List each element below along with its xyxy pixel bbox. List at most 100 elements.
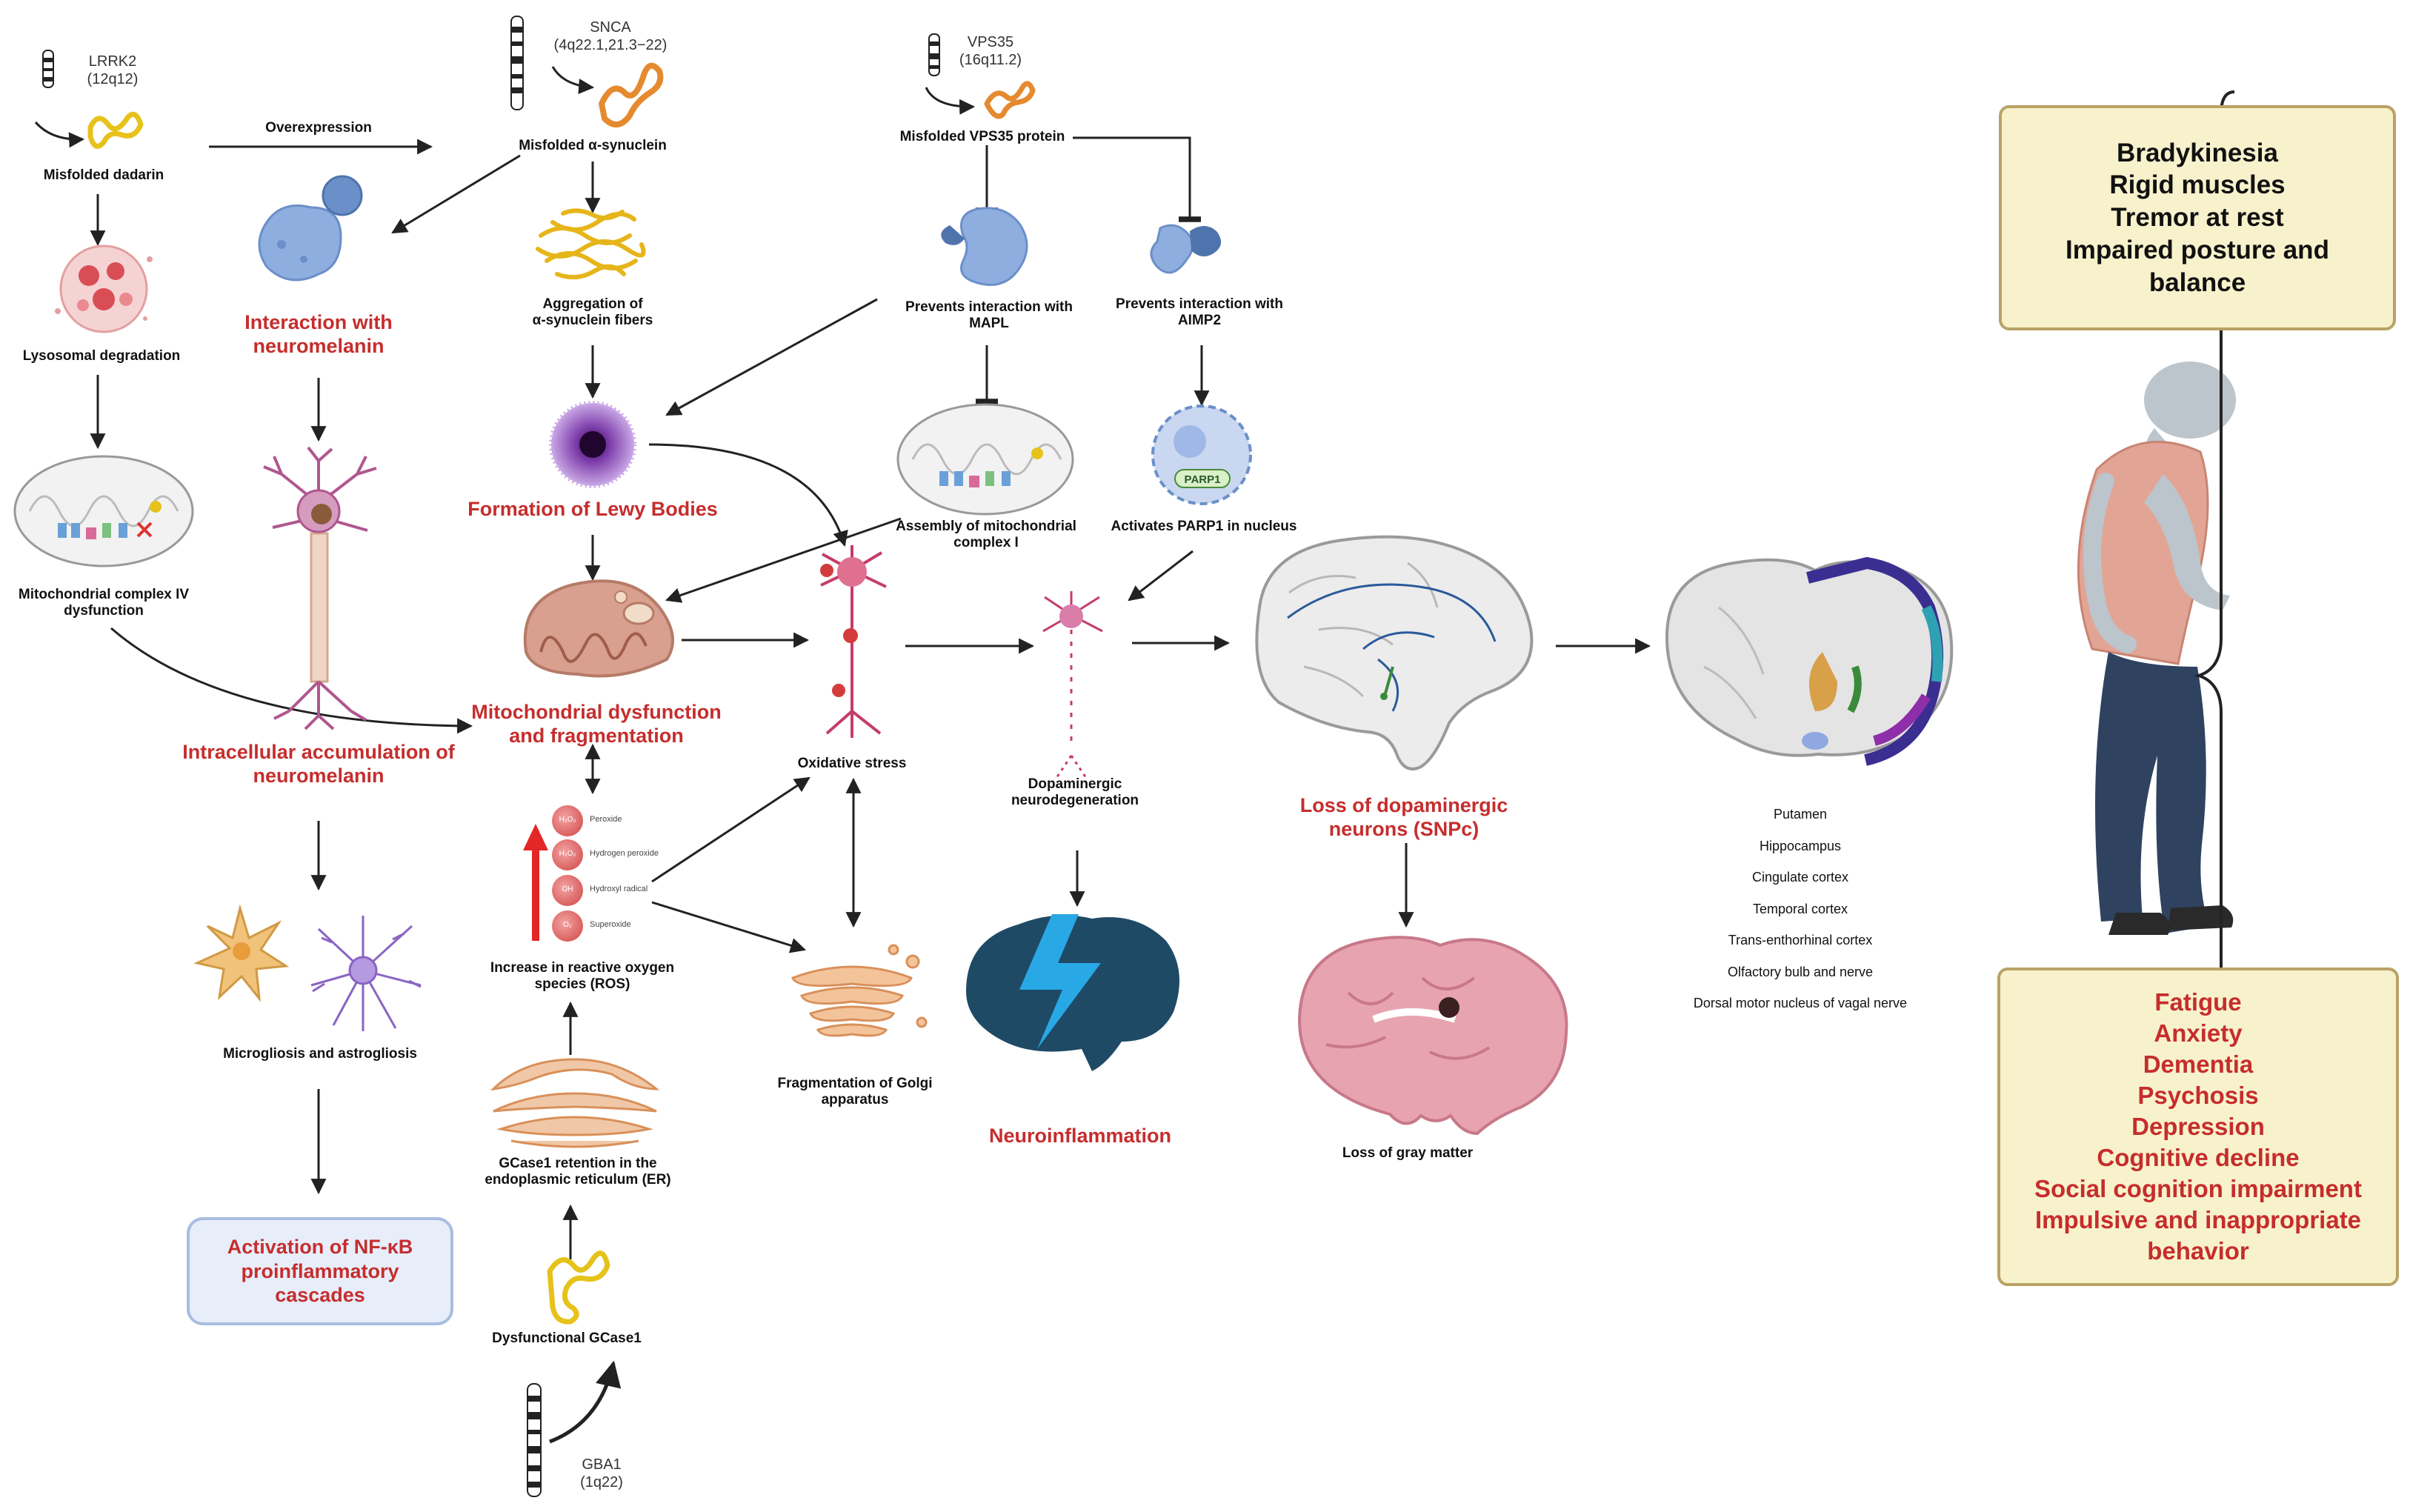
ros-label-hydrogen-peroxide: Hydrogen peroxide xyxy=(590,849,659,858)
nonmotor-symptoms-box: Fatigue Anxiety Dementia Psychosis Depre… xyxy=(1997,968,2399,1286)
chromosome-icon xyxy=(928,33,940,76)
node-golgi-fragmentation: Fragmentation of Golgi apparatus xyxy=(777,1076,933,1108)
node-prevents-aimp2: Prevents interaction with AIMP2 xyxy=(1116,296,1283,329)
mapl-protein-icon xyxy=(941,207,1028,286)
sagittal-brain-icon xyxy=(1255,535,1534,770)
node-assembly-complex-i: Assembly of mitochondrial complex I xyxy=(896,519,1076,551)
brain-regions-list: Putamen Hippocampus Cingulate cortex Tem… xyxy=(1630,791,1971,1028)
ros-label-peroxide: Peroxide xyxy=(590,815,622,824)
chromosome-icon xyxy=(527,1383,542,1497)
node-misfolded-synuclein: Misfolded α-synuclein xyxy=(519,138,667,153)
gene-label-vps35: VPS35 (16q11.2) xyxy=(959,34,1022,68)
nonmotor-symptom-item: Cognitive decline xyxy=(2097,1143,2300,1171)
node-loss-dopaminergic: Loss of dopaminergic neurons (SNPc) xyxy=(1299,794,1508,840)
node-mitochondrial-dysfunction: Mitochondrial dysfunction and fragmentat… xyxy=(471,701,722,747)
dopaminergic-neuron-icon xyxy=(1042,591,1103,779)
neuroinflammation-brain-icon xyxy=(966,914,1179,1071)
ros-symbol-superoxide: O₂ xyxy=(563,921,572,929)
gene-label-lrrk2: LRRK2 (12q12) xyxy=(87,53,139,87)
aimp2-protein-icon xyxy=(1150,224,1222,274)
node-oxidative-stress: Oxidative stress xyxy=(797,756,907,771)
coronal-brain-icon xyxy=(1665,556,1954,766)
ros-spot xyxy=(843,628,858,643)
motor-symptom-item: Tremor at rest xyxy=(2111,203,2284,233)
elderly-person-icon xyxy=(2077,362,2236,935)
neuromelanin-protein-icon xyxy=(258,175,363,282)
brain-region-item: Trans-enthorhinal cortex xyxy=(1728,933,1873,948)
node-gcase-retention: GCase1 retention in the endoplasmic reti… xyxy=(485,1156,671,1188)
brain-region-item: Olfactory bulb and nerve xyxy=(1727,964,1874,979)
mitochondrion-complex-i-icon xyxy=(896,403,1074,516)
dopaminergic-neuron-soma xyxy=(1059,605,1083,628)
misfolded-vps35-icon xyxy=(984,81,1036,119)
lysosome-icon xyxy=(55,244,153,333)
node-lysosomal-degradation: Lysosomal degradation xyxy=(22,348,181,364)
nonmotor-symptom-item: Depression xyxy=(2131,1113,2265,1141)
motor-symptom-item: balance xyxy=(2148,267,2246,297)
mitochondrion-fragmented-icon xyxy=(523,579,674,678)
nonmotor-symptom-item: behavior xyxy=(2147,1236,2249,1265)
peroxide-icon xyxy=(552,805,583,836)
nonmotor-symptom-item: Anxiety xyxy=(2154,1019,2243,1048)
ros-label-hydroxyl: Hydroxyl radical xyxy=(590,885,648,893)
motor-symptoms-box: Bradykinesia Rigid muscles Tremor at res… xyxy=(1999,105,2396,330)
nfkb-activation-box: Activation of NF-κB proinflammatory casc… xyxy=(187,1217,453,1325)
brain-region-item: Dorsal motor nucleus of vagal nerve xyxy=(1693,996,1908,1011)
motor-symptom-item: Rigid muscles xyxy=(2109,170,2286,200)
node-misfolded-vps35: Misfolded VPS35 protein xyxy=(899,129,1065,144)
ros-symbol-peroxide: H₂O₂ xyxy=(559,816,576,824)
oxidative-neuron-soma xyxy=(837,557,867,587)
ros-symbol-hydroxyl: OH xyxy=(562,885,573,893)
ros-symbol-hydrogen-peroxide: H₂O₂ xyxy=(559,850,576,858)
node-activates-parp1: Activates PARP1 in nucleus xyxy=(1111,519,1297,534)
connector-arrows xyxy=(34,66,1651,1444)
ros-spot xyxy=(832,684,845,697)
node-complex-iv-dysfunction: Mitochondrial complex IV dysfunction xyxy=(18,587,190,619)
superoxide-icon xyxy=(552,910,583,942)
dysfunctional-gcase-icon xyxy=(547,1250,610,1325)
gray-matter-brain-icon xyxy=(1297,936,1568,1136)
node-misfolded-dadarin: Misfolded dadarin xyxy=(43,167,164,183)
brain-region-item: Hippocampus xyxy=(1759,838,1842,853)
ros-spot xyxy=(820,564,833,577)
gene-label-snca: SNCA (4q22.1,21.3−22) xyxy=(553,19,668,53)
node-lewy-bodies: Formation of Lewy Bodies xyxy=(467,498,718,520)
mitochondrion-complex-iv-icon xyxy=(13,455,194,567)
motor-symptom-item: Impaired posture and xyxy=(2066,235,2329,264)
node-intracellular-accumulation: Intracellular accumulation of neuromelan… xyxy=(182,741,455,787)
chromosome-icon xyxy=(42,50,54,88)
hydroxyl-radical-icon xyxy=(552,875,583,906)
node-interaction-neuromelanin: Interaction with neuromelanin xyxy=(244,311,393,357)
nonmotor-symptom-item: Social cognition impairment xyxy=(2034,1174,2362,1202)
node-dopaminergic-neurodegeneration: Dopaminergic neurodegeneration xyxy=(1011,776,1139,809)
chromosome-icon xyxy=(510,16,524,110)
nfkb-label: Activation of NF-κB proinflammatory casc… xyxy=(227,1236,413,1307)
misfolded-synuclein-icon xyxy=(599,62,664,127)
hydrogen-peroxide-icon xyxy=(552,839,583,870)
brain-region-item: Cingulate cortex xyxy=(1751,870,1849,885)
parp1-nucleus-icon xyxy=(1151,404,1252,505)
astrocyte-soma xyxy=(348,956,378,985)
brain-region-item: Putamen xyxy=(1773,807,1828,822)
nonmotor-symptom-item: Impulsive and inappropriate xyxy=(2034,1205,2362,1233)
misfolded-dadarin-icon xyxy=(87,111,144,149)
parp1-tag: PARP1 xyxy=(1185,473,1221,486)
nonmotor-symptom-item: Psychosis xyxy=(2137,1082,2259,1110)
node-ros-increase: Increase in reactive oxygen species (ROS… xyxy=(490,960,675,993)
node-dysfunctional-gcase: Dysfunctional GCase1 xyxy=(492,1331,642,1346)
astrocyte-icon xyxy=(310,916,422,1031)
synuclein-fibers-icon xyxy=(536,208,646,280)
nonmotor-symptom-item: Dementia xyxy=(2143,1050,2254,1079)
ros-molecules xyxy=(552,805,583,942)
ros-increase-arrow xyxy=(523,824,548,941)
node-loss-gray-matter: Loss of gray matter xyxy=(1342,1145,1474,1161)
motor-symptom-item: Bradykinesia xyxy=(2117,138,2278,167)
lewy-body-icon xyxy=(549,401,636,488)
golgi-icon xyxy=(791,944,928,1037)
node-overexpression: Overexpression xyxy=(265,120,372,136)
neuromelanin-granule xyxy=(311,504,332,524)
node-aggregation-fibers: Aggregation of α-synuclein fibers xyxy=(532,296,653,329)
oxidative-stress-neuron-icon xyxy=(820,545,887,738)
gene-label-gba1: GBA1 (1q22) xyxy=(580,1456,623,1491)
